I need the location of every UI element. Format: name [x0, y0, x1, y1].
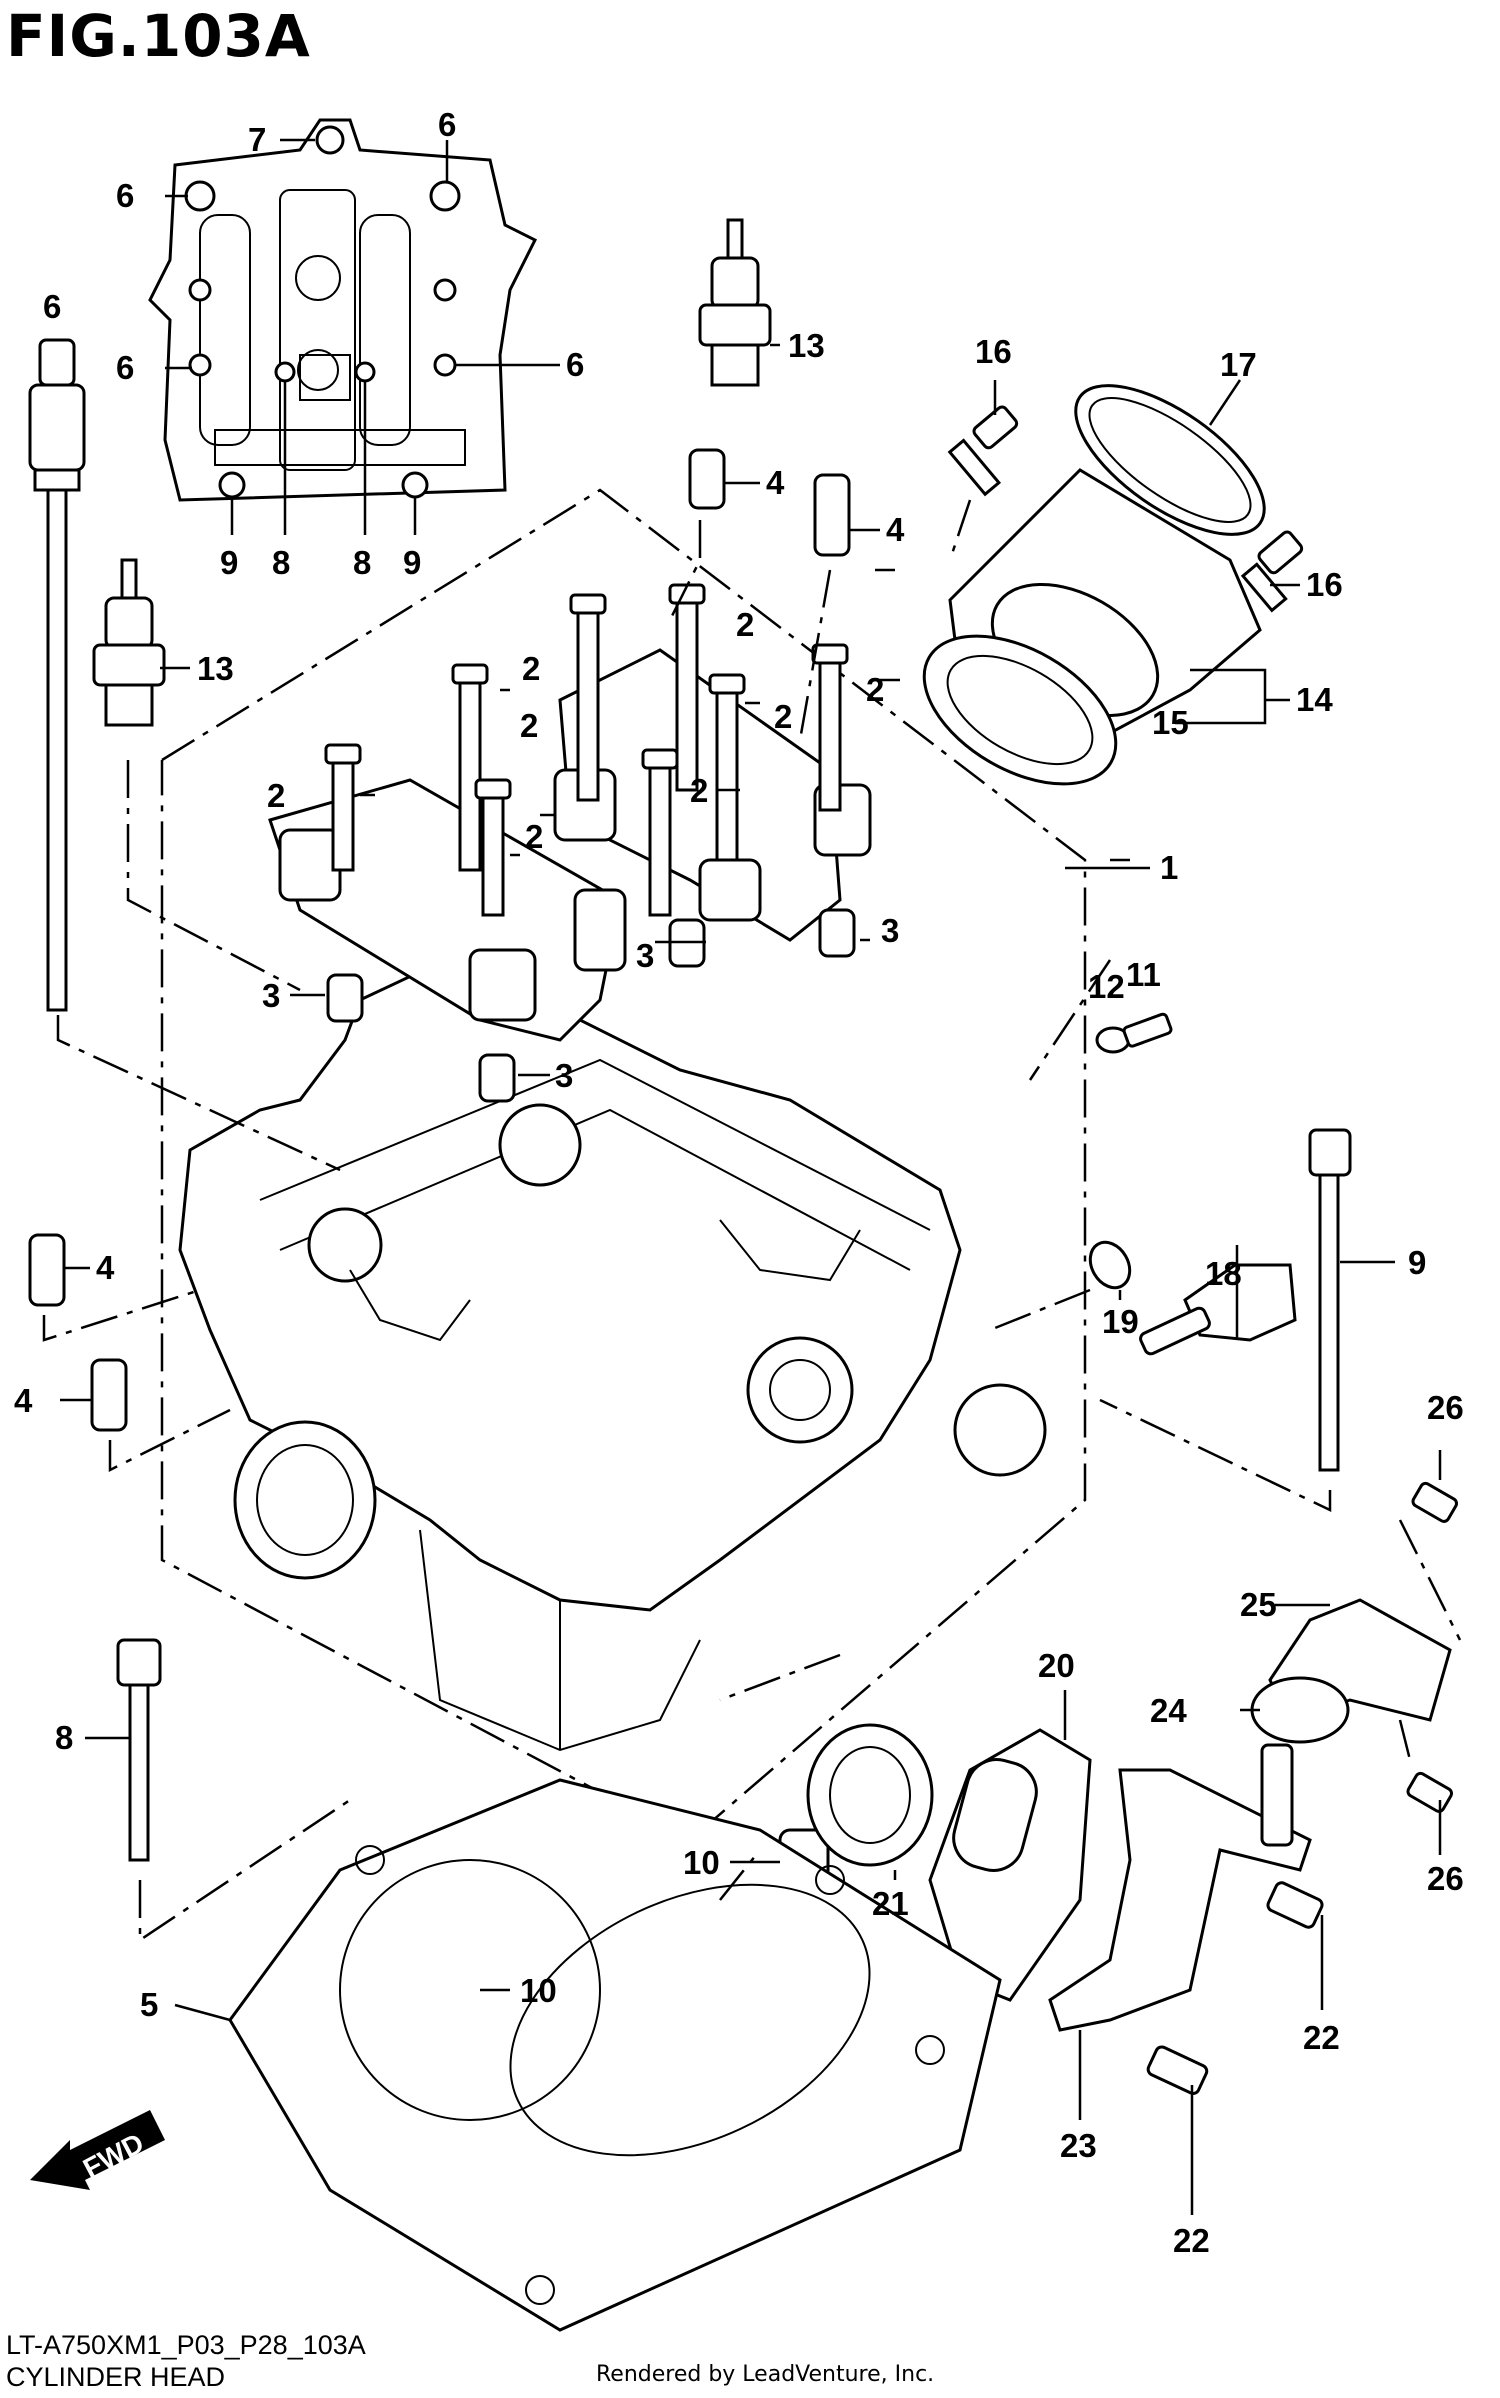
callout-6: 6	[566, 346, 584, 383]
callout-19: 19	[1102, 1303, 1139, 1340]
cylinder-head-bolt-9	[1308, 1128, 1352, 1472]
callout-23: 23	[1060, 2127, 1097, 2164]
spark-plug-upper	[698, 218, 772, 387]
callout-17: 17	[1220, 346, 1257, 383]
callout-2: 2	[267, 777, 285, 814]
bolt	[708, 673, 746, 862]
callout-8: 8	[353, 544, 371, 581]
camshaft-holder-bolts	[324, 583, 849, 917]
callout-9: 9	[1408, 1244, 1426, 1281]
callout-5: 5	[140, 1986, 158, 2023]
callout-14: 14	[1296, 681, 1333, 718]
callout-labels: 7 6 6 6 6 6 9 8 8 9 13 13 4 4 4 4 16 17 …	[14, 106, 1464, 2259]
bolt	[451, 663, 489, 872]
callout-20: 20	[1038, 1647, 1075, 1684]
callout-2: 2	[522, 650, 540, 687]
assembly-frame	[160, 488, 1087, 1842]
callout-24: 24	[1150, 1692, 1187, 1729]
cylinder-head-top-view	[148, 118, 538, 502]
camshaft-holder-front	[268, 778, 627, 1042]
bolt	[474, 778, 512, 917]
callout-4: 4	[14, 1382, 33, 1419]
callout-26: 26	[1427, 1860, 1464, 1897]
callout-9: 9	[403, 544, 421, 581]
callout-7: 7	[248, 121, 266, 158]
callout-2: 2	[690, 772, 708, 809]
render-credit: Rendered by LeadVenture, Inc.	[596, 2362, 935, 2387]
callout-6: 6	[116, 349, 134, 386]
callout-16: 16	[1306, 566, 1343, 603]
diagram-code: LT-A750XM1_P03_P28_103A	[6, 2330, 366, 2360]
callout-8: 8	[272, 544, 290, 581]
callout-22: 22	[1303, 2019, 1340, 2056]
callout-13: 13	[197, 650, 234, 687]
callout-21: 21	[872, 1885, 909, 1922]
callout-26: 26	[1427, 1389, 1464, 1426]
callout-3: 3	[881, 912, 899, 949]
callout-25: 25	[1240, 1586, 1277, 1623]
callout-8: 8	[55, 1719, 73, 1756]
callout-4: 4	[96, 1249, 115, 1286]
temperature-sensor	[1088, 1012, 1297, 1356]
figure-title: FIG.103A	[6, 2, 311, 70]
bolt	[811, 643, 849, 812]
callout-6: 6	[438, 106, 456, 143]
leader-lines	[60, 138, 1442, 2215]
callout-3: 3	[636, 937, 654, 974]
callout-22: 22	[1173, 2222, 1210, 2259]
cylinder-head-bolt-8	[116, 1638, 162, 1862]
callout-3: 3	[262, 977, 280, 1014]
callout-12: 12	[1088, 968, 1125, 1005]
fwd-direction-arrow: FWD	[30, 2110, 165, 2190]
callout-9: 9	[220, 544, 238, 581]
callout-6: 6	[116, 177, 134, 214]
bolt	[668, 583, 706, 792]
cylinder-head-bolt-6	[28, 338, 86, 1012]
callout-4: 4	[886, 511, 905, 548]
callout-2: 2	[774, 698, 792, 735]
callout-10: 10	[683, 1844, 720, 1881]
callout-11: 11	[1126, 956, 1161, 993]
callout-15: 15	[1152, 704, 1189, 741]
callout-13: 13	[788, 327, 825, 364]
callout-1: 1	[1160, 849, 1178, 886]
callout-6: 6	[43, 288, 61, 325]
bolt	[324, 743, 362, 872]
callout-4: 4	[766, 464, 785, 501]
callout-3: 3	[555, 1057, 573, 1094]
thermostat-assembly	[806, 1481, 1458, 2095]
cylinder-head	[178, 958, 1047, 1752]
bolt	[641, 748, 679, 917]
callout-16: 16	[975, 333, 1012, 370]
section-name: CYLINDER HEAD	[6, 2362, 226, 2392]
spark-plug-left	[92, 558, 166, 727]
callout-2: 2	[525, 818, 543, 855]
intake-pipe	[922, 384, 1304, 786]
callout-2: 2	[736, 606, 754, 643]
alignment-lines	[42, 499, 1462, 1943]
head-gasket	[228, 1778, 1002, 2332]
callout-18: 18	[1205, 1255, 1242, 1292]
bolt	[569, 593, 607, 802]
dowel-pins	[28, 448, 856, 2032]
callout-2: 2	[866, 671, 884, 708]
callout-10: 10	[520, 1972, 557, 2009]
callout-2: 2	[520, 707, 538, 744]
